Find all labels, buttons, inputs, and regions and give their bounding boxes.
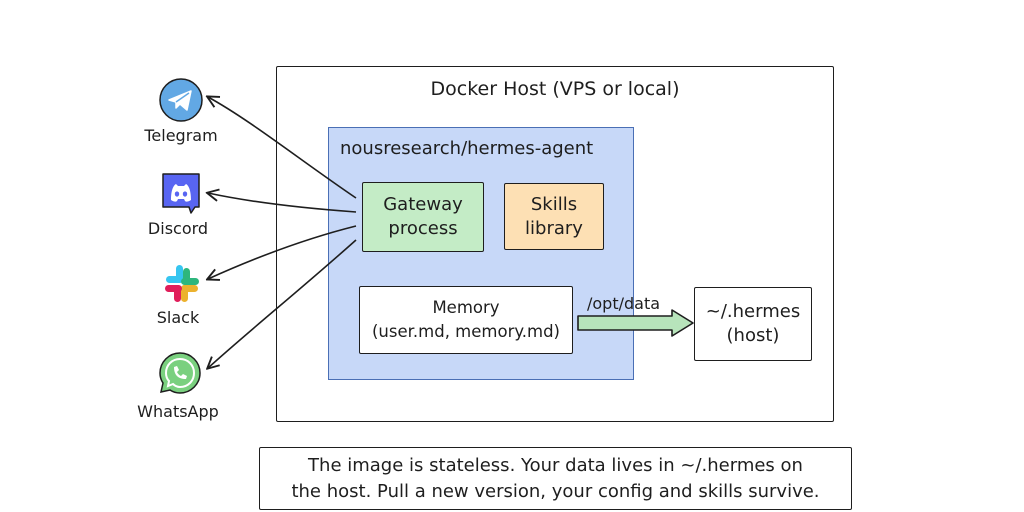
gateway-line1: Gateway: [383, 194, 463, 215]
skills-line1: Skills: [530, 193, 578, 215]
discord-icon: [157, 169, 205, 217]
mount-arrow: [577, 309, 694, 337]
discord-label: Discord: [147, 219, 209, 238]
memory-line2: (user.md, memory.md): [371, 322, 560, 341]
host-dir-line2: (host): [726, 325, 780, 346]
host-hermes-dir-box: ~/.hermes (host): [694, 287, 812, 361]
note-line1: The image is stateless. Your data lives …: [308, 454, 803, 476]
whatsapp-icon: [156, 349, 204, 397]
arrow-to-telegram: [208, 97, 357, 199]
host-dir-line1: ~/.hermes: [705, 301, 801, 322]
note-line2: the host. Pull a new version, your confi…: [291, 480, 820, 502]
slack-icon: [157, 259, 205, 307]
slack-label: Slack: [156, 308, 200, 327]
telegram-label: Telegram: [144, 126, 218, 145]
memory-line1: Memory: [432, 298, 500, 317]
gateway-line2: process: [388, 218, 458, 239]
stateless-note: The image is stateless. Your data lives …: [259, 447, 852, 510]
mount-path-label: /opt/data: [587, 294, 661, 313]
telegram-icon: [157, 76, 205, 124]
docker-host-title: Docker Host (VPS or local): [430, 78, 680, 100]
arrow-to-discord: [208, 193, 357, 213]
docker-host-frame: [276, 66, 834, 422]
memory-box: Memory (user.md, memory.md): [359, 286, 573, 354]
whatsapp-label: WhatsApp: [137, 402, 219, 421]
gateway-process-box: Gateway process: [362, 182, 484, 252]
skills-line2: library: [525, 217, 583, 239]
arrow-to-whatsapp: [208, 239, 357, 368]
container-title: nousresearch/hermes-agent: [340, 138, 594, 159]
arrow-to-slack: [208, 225, 357, 279]
skills-library-box: Skills library: [504, 183, 604, 250]
